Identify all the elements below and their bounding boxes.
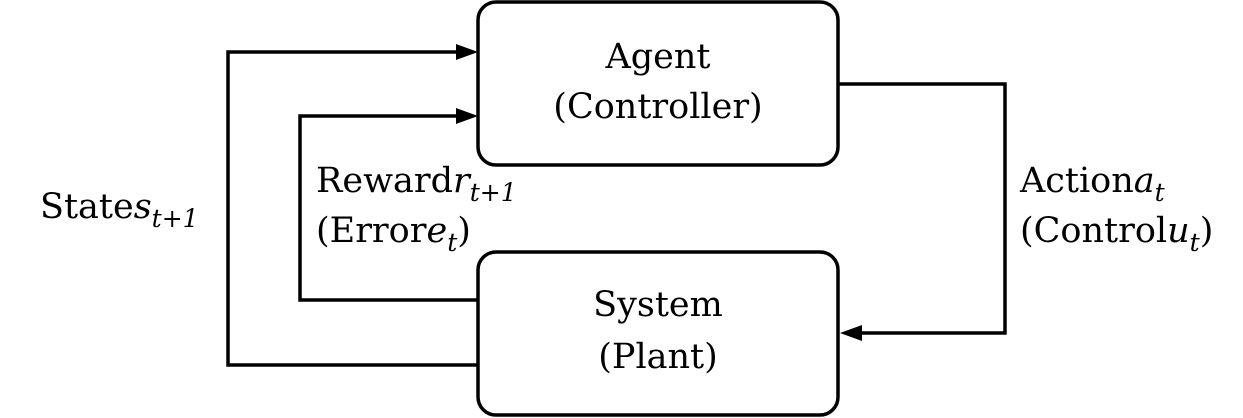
action-connector — [838, 82, 1007, 341]
action-alt-label: (Controlut) — [1020, 211, 1213, 257]
error-close: ) — [457, 211, 471, 251]
control-symbol: u — [1167, 211, 1190, 251]
reward-wire — [298, 114, 478, 302]
agent-node: Agent (Controller) — [476, 0, 840, 167]
reward-subscript: t+1 — [470, 178, 517, 207]
action-word: Action — [1019, 161, 1134, 201]
error-word: (Error — [316, 211, 427, 251]
agent-title: Agent — [605, 37, 711, 77]
action-wire — [838, 82, 1007, 335]
agent-subtitle: (Controller) — [553, 87, 762, 127]
action-symbol: a — [1134, 161, 1155, 201]
state-symbol: s — [134, 187, 152, 227]
state-word: State — [40, 187, 134, 227]
action-label: Actionat — [1019, 161, 1166, 207]
state-subscript: t+1 — [152, 204, 199, 233]
system-title: System — [593, 285, 723, 325]
reward-label: Rewardrt+1 — [316, 161, 517, 207]
reward-alt-label: (Erroret) — [316, 211, 471, 257]
state-connector — [226, 44, 478, 367]
state-arrowhead — [456, 44, 478, 60]
state-label: Statest+1 — [40, 187, 199, 233]
system-node: System (Plant) — [476, 250, 840, 417]
reward-arrowhead — [456, 108, 478, 124]
state-wire — [226, 50, 478, 367]
system-box — [476, 250, 840, 417]
reward-symbol: r — [453, 161, 472, 201]
reward-word: Reward — [316, 161, 453, 201]
agent-box — [476, 0, 840, 167]
system-subtitle: (Plant) — [598, 337, 718, 377]
error-subscript: t — [447, 228, 458, 257]
control-close: ) — [1200, 211, 1214, 251]
control-word: (Control — [1020, 211, 1167, 251]
action-arrowhead — [840, 325, 862, 341]
control-subscript: t — [1190, 228, 1201, 257]
reward-connector — [298, 108, 478, 302]
error-symbol: e — [426, 211, 447, 251]
action-subscript: t — [1155, 178, 1166, 207]
